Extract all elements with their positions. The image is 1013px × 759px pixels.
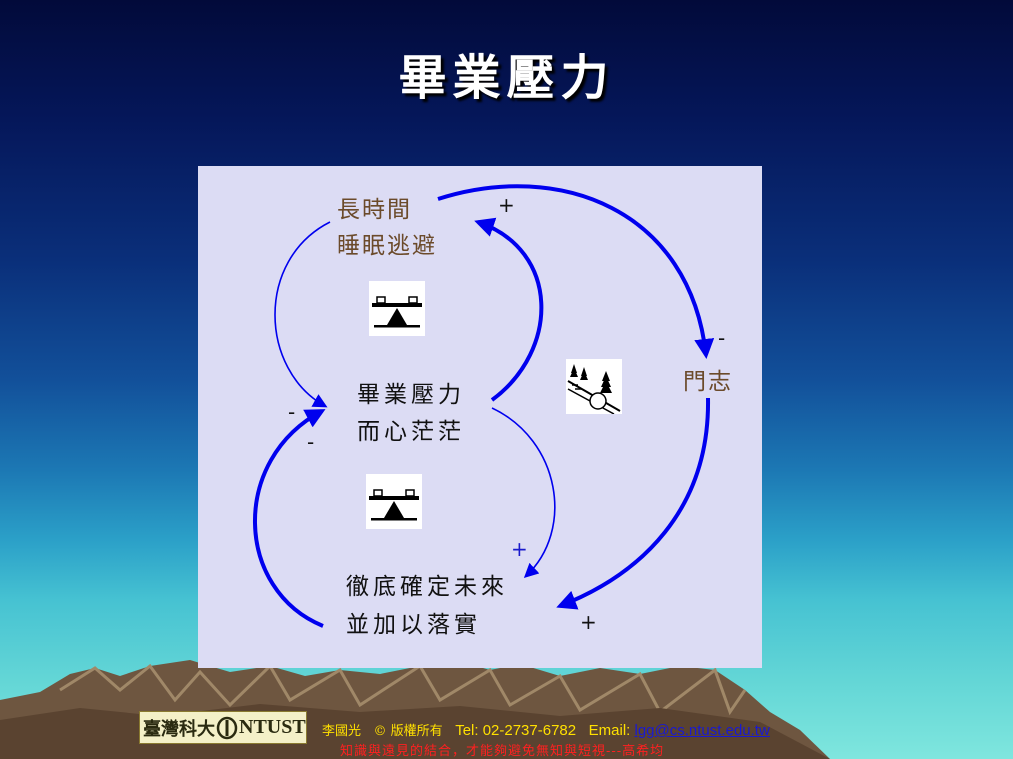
sign-morale-minus: - — [718, 326, 726, 350]
footer-copyright: © 版權所有 — [373, 724, 443, 739]
snowball-icon — [566, 359, 622, 415]
footer-contact-line: 李國光 © 版權所有 Tel: 02-2737-6782 Email: lgg@… — [322, 720, 770, 739]
arrow-long-hours-to-morale — [437, 184, 715, 359]
node-future-line1: 徹底確定未來 — [346, 574, 508, 600]
footer-email-link[interactable]: lgg@cs.ntust.edu.tw — [634, 722, 770, 739]
arrow-long-hours-to-pressure — [274, 221, 331, 408]
node-pressure-line1: 畢業壓力 — [357, 382, 465, 408]
logo-chinese-text: 臺灣科大 — [143, 718, 215, 740]
footer-quote: 知識與遠見的結合，才能夠避免無知與短視---高希均 — [340, 744, 665, 759]
sign-left-minus-2: - — [307, 430, 315, 454]
footer-tel: Tel: 02-2737-6782 — [455, 722, 577, 739]
arrow-morale-to-future — [556, 397, 711, 610]
footer-email-label: Email: — [588, 722, 631, 739]
ntust-emblem-icon — [216, 716, 238, 739]
node-morale: 門志 — [683, 369, 733, 395]
sign-top-plus: + — [498, 193, 515, 217]
logo-latin-text: NTUST — [239, 716, 306, 738]
ntust-logo: 臺灣科大 NTUST — [139, 711, 307, 744]
slide-title: 畢業壓力 — [398, 50, 615, 106]
node-pressure-line2: 而心茫茫 — [357, 419, 465, 445]
arrow-pressure-to-long-hours — [474, 217, 544, 402]
balance-scale-icon — [369, 281, 425, 336]
sign-mid-plus: + — [511, 537, 528, 561]
footer-author: 李國光 — [322, 724, 362, 739]
balance-scale-icon — [366, 474, 422, 529]
sign-bottom-plus: + — [580, 610, 597, 634]
sign-left-minus-1: - — [288, 400, 296, 424]
arrow-future-to-pressure — [253, 409, 326, 628]
arrow-pressure-to-future — [491, 407, 556, 578]
node-long-hours-line2: 睡眠逃避 — [337, 233, 437, 259]
node-future-line2: 並加以落實 — [346, 612, 481, 638]
node-long-hours-line1: 長時間 — [337, 197, 412, 223]
diagram-panel — [198, 166, 762, 668]
